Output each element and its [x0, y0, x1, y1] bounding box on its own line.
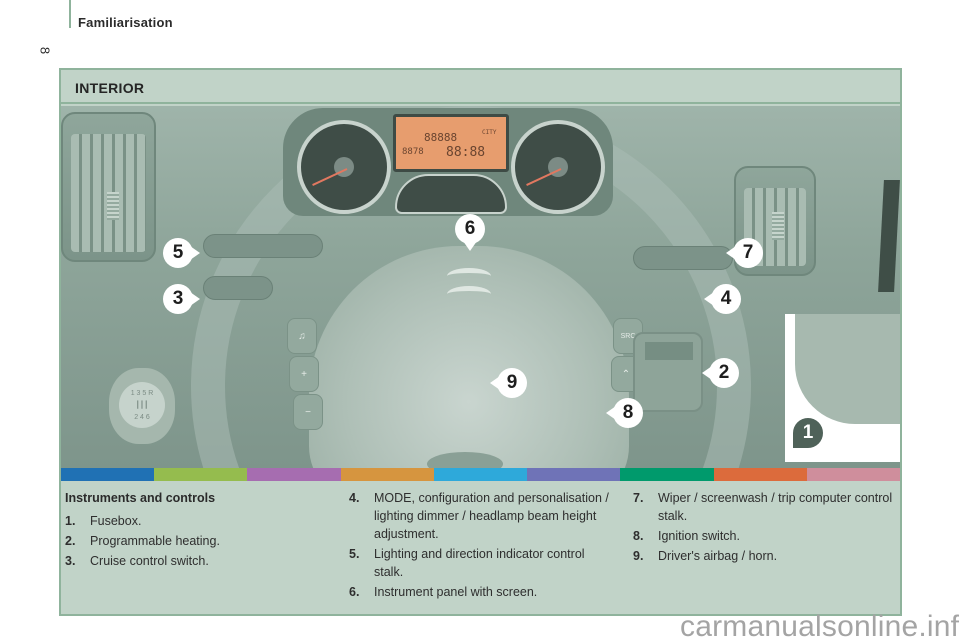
radio-screen: [645, 342, 693, 360]
instrument-cluster: 88888 88:88 8878 CITY: [283, 108, 613, 216]
lcd-screen: 88888 88:88 8878 CITY: [393, 114, 509, 172]
legend-item: 5. Lighting and direction indicator cont…: [349, 545, 609, 581]
gear-pattern-lines: ┃┃┃: [135, 402, 149, 409]
door-pillar-trim: [878, 180, 900, 292]
legend-item-number: 3.: [65, 554, 76, 568]
legend-item: 7. Wiper / screenwash / trip computer co…: [633, 489, 893, 525]
legend-item-text: Programmable heating.: [90, 534, 220, 548]
legend-item: 4. MODE, configuration and personalisati…: [349, 489, 609, 543]
color-strip: [61, 468, 900, 481]
color-strip-segment: [247, 468, 341, 481]
callout-6: 6: [455, 214, 485, 251]
legend-item: 1. Fusebox.: [65, 512, 335, 530]
color-strip-segment: [527, 468, 621, 481]
legend-column-3: 7. Wiper / screenwash / trip computer co…: [633, 489, 893, 567]
legend-item-number: 4.: [349, 491, 360, 505]
legend-item-number: 8.: [633, 529, 644, 543]
vent-adjuster-knob: [107, 192, 119, 220]
left-air-vent: [61, 112, 156, 262]
gear-pattern-bottom: 2 4 6: [134, 414, 150, 421]
page-number: 8: [37, 46, 53, 55]
dashboard-illustration: 88888 88:88 8878 CITY ♫ + − SRC ⌃: [61, 106, 900, 468]
color-strip-segment: [154, 468, 248, 481]
radio-heating-panel: [633, 332, 703, 412]
legend-item-number: 7.: [633, 491, 644, 505]
airbag-horn-pad[interactable]: [309, 246, 629, 468]
legend-column-2: 4. MODE, configuration and personalisati…: [349, 489, 609, 603]
lcd-clock: 88:88: [446, 145, 486, 160]
color-strip-segment: [806, 468, 900, 481]
tachometer-gauge: [511, 120, 605, 214]
wiper-stalk[interactable]: [633, 246, 733, 270]
fusebox-cover: [795, 314, 900, 424]
logo-chevron-upper: [447, 268, 491, 284]
callout-7: 7: [726, 238, 763, 268]
gear-pattern: 1 3 5 R ┃┃┃ 2 4 6: [119, 382, 165, 428]
callout-4: 4: [704, 284, 741, 314]
legend-item: 6. Instrument panel with screen.: [349, 583, 609, 601]
legend-item-number: 2.: [65, 534, 76, 548]
legend-column-1: Instruments and controls 1. Fusebox. 2. …: [65, 489, 335, 572]
lighting-indicator-stalk[interactable]: [203, 234, 323, 258]
steering-mute-button[interactable]: ♫: [287, 318, 317, 354]
legend-item: 2. Programmable heating.: [65, 532, 335, 550]
legend-item-text: Driver's airbag / horn.: [658, 549, 778, 563]
gauge-needle: [526, 168, 562, 186]
legend-item: 3. Cruise control switch.: [65, 552, 335, 570]
color-strip-segment: [61, 468, 155, 481]
legend-item: 8. Ignition switch.: [633, 527, 893, 545]
vent-adjuster-knob: [772, 212, 784, 240]
gauge-needle: [312, 168, 348, 186]
steering-volume-up-button[interactable]: +: [289, 356, 319, 392]
callout-8: 8: [606, 398, 643, 428]
gear-knob[interactable]: 1 3 5 R ┃┃┃ 2 4 6: [109, 368, 175, 444]
legend: Instruments and controls 1. Fusebox. 2. …: [61, 481, 900, 614]
color-strip-segment: [433, 468, 528, 481]
legend-heading: Instruments and controls: [65, 491, 216, 505]
speedometer-gauge: [297, 120, 391, 214]
watermark: carmanualsonline.info: [680, 610, 960, 640]
lcd-trip: 8878: [402, 147, 424, 157]
legend-item-number: 6.: [349, 585, 360, 599]
color-strip-segment: [620, 468, 714, 481]
lcd-mode: CITY: [482, 129, 497, 136]
legend-item-text: Ignition switch.: [658, 529, 740, 543]
legend-item-number: 1.: [65, 514, 76, 528]
legend-item: 9. Driver's airbag / horn.: [633, 547, 893, 565]
airbag-badge: [427, 452, 503, 468]
legend-item-text: Fusebox.: [90, 514, 142, 528]
callout-5: 5: [163, 238, 200, 268]
legend-item-text: Instrument panel with screen.: [374, 585, 538, 599]
gear-pattern-top: 1 3 5 R: [130, 390, 154, 397]
color-strip-segment: [340, 468, 434, 481]
callout-3: 3: [163, 284, 200, 314]
legend-item-text: Cruise control switch.: [90, 554, 209, 568]
legend-item-text: Lighting and direction indicator control…: [374, 547, 585, 579]
legend-item-text: Wiper / screenwash / trip computer contr…: [658, 491, 893, 523]
color-strip-segment: [713, 468, 807, 481]
legend-item-text: MODE, configuration and personalisation …: [374, 491, 609, 541]
callout-9: 9: [490, 368, 527, 398]
legend-item-number: 9.: [633, 549, 644, 563]
panel-title-bar: INTERIOR: [61, 70, 900, 104]
callout-1: 1: [793, 418, 823, 448]
header-rule: [69, 0, 71, 28]
callout-2: 2: [702, 358, 739, 388]
section-title: Familiarisation: [78, 15, 173, 30]
fuel-temperature-gauges: [395, 174, 507, 214]
steering-volume-down-button[interactable]: −: [293, 394, 323, 430]
cruise-control-stalk[interactable]: [203, 276, 273, 300]
logo-chevron-lower: [447, 286, 491, 302]
lcd-odometer: 88888: [424, 131, 458, 144]
panel-title: INTERIOR: [75, 80, 145, 96]
legend-item-number: 5.: [349, 547, 360, 561]
interior-panel: INTERIOR 88888 88:88 8878 CITY: [59, 68, 902, 616]
